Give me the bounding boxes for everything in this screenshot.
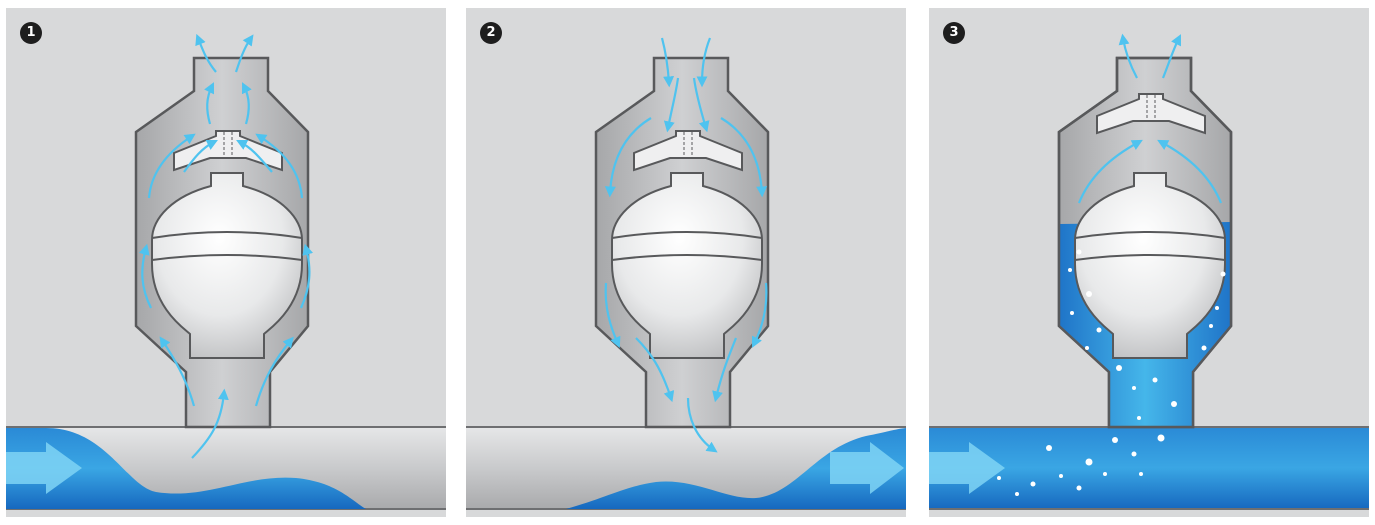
air-intake-down-icon — [466, 8, 906, 517]
step-badge: 2 — [480, 22, 502, 44]
step-badge: 3 — [943, 22, 965, 44]
panel-step-3: 3 — [929, 8, 1369, 517]
air-venting-up-icon — [6, 8, 446, 517]
panel-step-1: 1 — [6, 8, 446, 517]
step-badge: 1 — [20, 22, 42, 44]
float-closed-water-full-icon — [929, 8, 1369, 517]
panel-step-2: 2 — [466, 8, 906, 517]
